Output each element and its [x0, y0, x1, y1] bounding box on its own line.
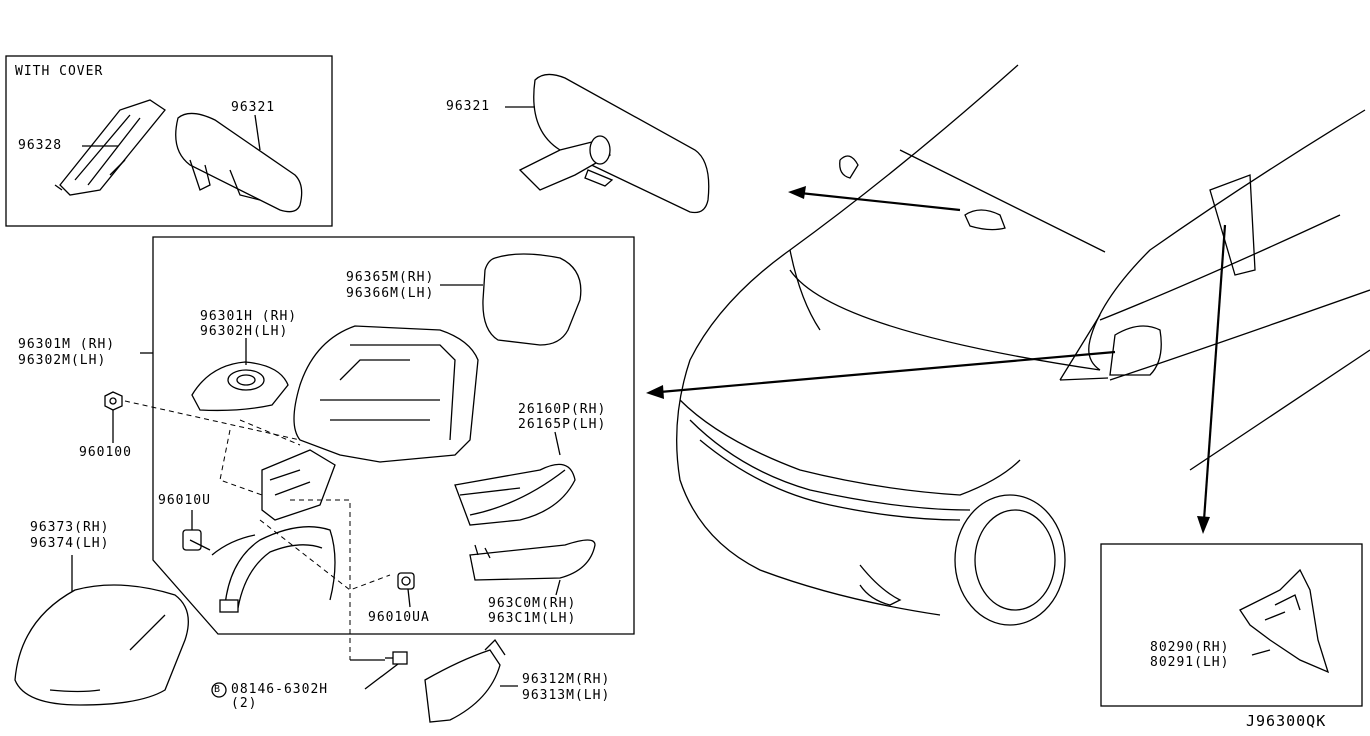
- label-base-lh[interactable]: 96302H(LH): [200, 324, 289, 339]
- label-96321[interactable]: 96321: [446, 99, 491, 114]
- label-clip2[interactable]: 96010UA: [368, 610, 430, 625]
- bolt-circle-mark: [211, 682, 227, 698]
- vehicle-illustration: [676, 64, 1370, 626]
- inside-mirror-arrow: [788, 186, 1006, 231]
- mirror-cap-part[interactable]: [14, 584, 189, 706]
- label-pillar-rh[interactable]: 80290(RH): [1150, 640, 1230, 655]
- label-lamp-rh[interactable]: 26160P(RH): [518, 402, 607, 417]
- mirror-motor-part[interactable]: [261, 449, 336, 521]
- door-mirror-arrow: [646, 350, 1116, 399]
- label-cap-rh[interactable]: 96373(RH): [30, 520, 110, 535]
- label-glass-rh[interactable]: 96365M(RH): [346, 270, 435, 285]
- mirror-body-part[interactable]: [293, 325, 479, 463]
- label-clip[interactable]: 96010U: [158, 493, 211, 508]
- pillar-detail-frame: [1100, 543, 1363, 707]
- label-base-rh[interactable]: 96301H (RH): [200, 309, 298, 324]
- label-cap-lh[interactable]: 96374(LH): [30, 536, 110, 551]
- turn-lamp-part[interactable]: [454, 463, 576, 526]
- bolt-part[interactable]: [350, 651, 408, 665]
- label-assy-lh[interactable]: 96302M(LH): [18, 353, 107, 368]
- label-finisher-lh[interactable]: 96313M(LH): [522, 688, 611, 703]
- clip-part[interactable]: [182, 529, 211, 551]
- pillar-arrow: [1197, 224, 1227, 534]
- inside-mirror-part[interactable]: [518, 73, 710, 214]
- lower-cover-part[interactable]: [469, 539, 596, 581]
- mirror-glass-part[interactable]: [482, 253, 582, 346]
- diagram-code: J96300QK: [1246, 712, 1327, 730]
- label-finisher-rh[interactable]: 96312M(RH): [522, 672, 611, 687]
- harness-part[interactable]: [211, 526, 336, 609]
- door-mirror-frame: [152, 236, 635, 635]
- label-glass-lh[interactable]: 96366M(LH): [346, 286, 435, 301]
- label-96328[interactable]: 96328: [18, 138, 63, 153]
- mirror-base-part[interactable]: [191, 361, 289, 412]
- label-lower-cover-rh[interactable]: 963C0M(RH): [488, 596, 577, 611]
- finisher-part[interactable]: [424, 638, 506, 723]
- with-cover-frame: [5, 55, 333, 227]
- pillar-part[interactable]: [1239, 568, 1330, 674]
- label-assy-rh[interactable]: 96301M (RH): [18, 337, 116, 352]
- label-bolt-qty: (2): [231, 696, 258, 711]
- cover-bracket-part[interactable]: [54, 99, 166, 196]
- cover-mirror-part[interactable]: [175, 112, 303, 213]
- label-bolt[interactable]: 08146-6302H: [231, 682, 329, 697]
- label-lamp-lh[interactable]: 26165P(LH): [518, 417, 607, 432]
- label-96321-cover[interactable]: 96321: [231, 100, 276, 115]
- label-lower-cover-lh[interactable]: 963C1M(LH): [488, 611, 577, 626]
- label-pillar-lh[interactable]: 80291(LH): [1150, 655, 1230, 670]
- clip2-part[interactable]: [397, 572, 415, 590]
- nut-part[interactable]: [104, 391, 123, 411]
- label-nut[interactable]: 960100: [79, 445, 132, 460]
- bolt-mark-letter: B: [214, 684, 221, 695]
- with-cover-title: WITH COVER: [15, 64, 104, 79]
